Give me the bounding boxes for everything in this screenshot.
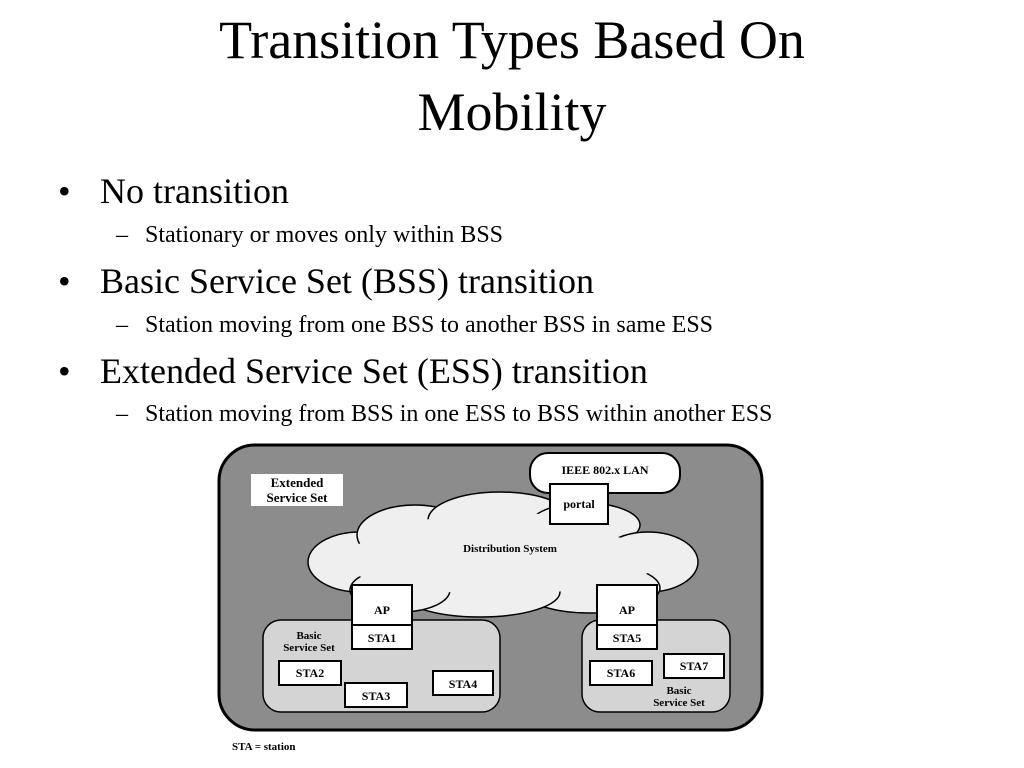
sta5-label: STA5 [613, 631, 641, 645]
bullet-glyph: • [58, 351, 71, 391]
sta7-box [663, 653, 725, 679]
distribution-system-label: Distribution System [463, 543, 557, 555]
bullet-glyph: • [58, 171, 71, 211]
sta7-label: STA7 [680, 659, 708, 673]
sta1-label: STA1 [368, 631, 396, 645]
sta3-box [344, 682, 408, 708]
sta3-label: STA3 [362, 689, 390, 703]
ess-label-line-2: Service Set [266, 490, 328, 505]
left-ap-box [351, 584, 413, 626]
sta6-label: STA6 [607, 666, 635, 680]
right-bss-label-line-2: Service Set [653, 697, 705, 709]
sta4-label: STA4 [449, 677, 477, 691]
portal-box [549, 483, 609, 525]
sub-bullet-item: –Station moving from one BSS to another … [116, 312, 713, 339]
lan-label: IEEE 802.x LAN [561, 463, 648, 477]
sub-bullet-text: Station moving from one BSS to another B… [145, 312, 714, 338]
title-line-2: Mobility [417, 82, 607, 142]
left-bss-label-line-1: Basic [296, 630, 321, 642]
sta5-box [596, 624, 658, 650]
sub-bullet-glyph: – [116, 401, 128, 427]
sta2-box [278, 660, 342, 686]
ess-label-box [251, 474, 343, 506]
right-ap-box [596, 584, 658, 626]
left-ap-label: AP [374, 603, 390, 617]
sub-bullet-item: –Stationary or moves only within BSS [116, 222, 503, 249]
bullet-text: No transition [100, 171, 289, 211]
sub-bullet-glyph: – [116, 312, 128, 338]
sub-bullet-text: Stationary or moves only within BSS [145, 222, 504, 248]
left-bss-label-line-2: Service Set [283, 642, 335, 654]
diagram-footnote: STA = station [232, 741, 296, 753]
right-ap-label: AP [619, 603, 635, 617]
sta4-box [432, 670, 494, 696]
bullet-item-no-transition: • No transition [58, 170, 289, 212]
sta2-label: STA2 [296, 666, 324, 680]
slide-title: Transition Types Based On Mobility [0, 4, 1024, 148]
bullet-glyph: • [58, 261, 71, 301]
sub-bullet-text: Station moving from BSS in one ESS to BS… [145, 401, 773, 427]
sta1-box [351, 624, 413, 650]
ess-label-line-1: Extended [271, 475, 325, 490]
sub-bullet-glyph: – [116, 222, 128, 248]
bullet-text: Extended Service Set (ESS) transition [100, 351, 648, 391]
bullet-text: Basic Service Set (BSS) transition [100, 261, 594, 301]
portal-label: portal [563, 497, 595, 511]
sta6-box [589, 660, 653, 686]
right-bss-label-line-1: Basic [666, 685, 691, 697]
sub-bullet-item: –Station moving from BSS in one ESS to B… [116, 401, 772, 428]
bullet-item-bss-transition: • Basic Service Set (BSS) transition [58, 260, 594, 302]
title-line-1: Transition Types Based On [219, 10, 805, 70]
bullet-item-ess-transition: • Extended Service Set (ESS) transition [58, 350, 648, 392]
